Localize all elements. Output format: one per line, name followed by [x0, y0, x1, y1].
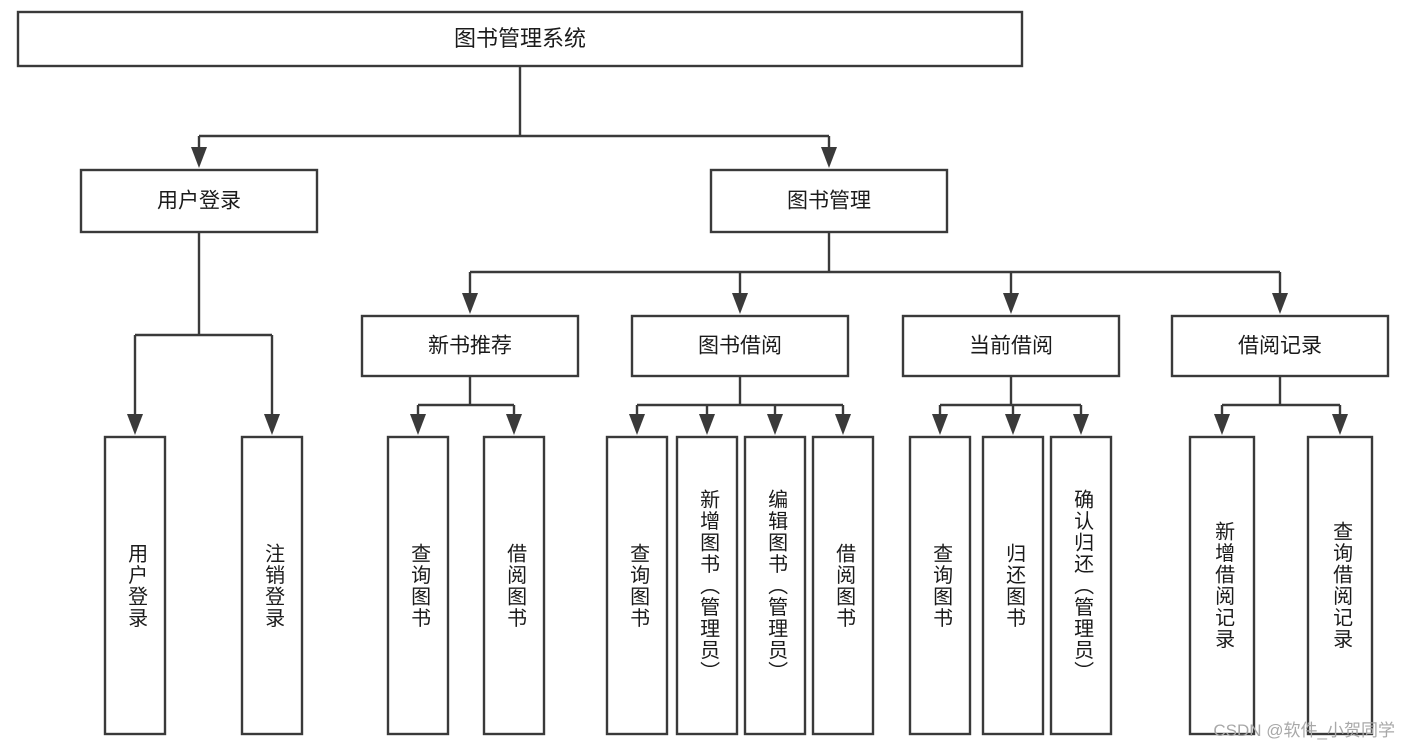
arrow-head-icon	[699, 414, 715, 435]
arrow-head-icon	[1272, 293, 1288, 314]
leaf-node-11[interactable]	[1188, 435, 1256, 736]
leaf-label-9: 归还图书	[1002, 542, 1025, 629]
leaf-label-10: 确认归还（管理员）	[1070, 488, 1093, 683]
node-label: 图书管理系统	[454, 26, 586, 51]
arrow-head-icon	[932, 414, 948, 435]
level3-node-新书推荐[interactable]: 新书推荐	[360, 314, 580, 378]
arrow-head-icon	[1332, 414, 1348, 435]
root-node-图书管理系统[interactable]: 图书管理系统	[16, 10, 1024, 68]
leaf-label-4: 查询图书	[626, 542, 649, 629]
arrow-head-icon	[127, 414, 143, 435]
level3-node-图书借阅[interactable]: 图书借阅	[630, 314, 850, 378]
leaf-node-5[interactable]	[675, 435, 739, 736]
leaf-label-0: 用户登录	[124, 542, 147, 629]
leaf-label-11: 新增借阅记录	[1211, 521, 1234, 650]
node-label: 用户登录	[157, 190, 241, 213]
arrow-head-icon	[835, 414, 851, 435]
arrow-head-icon	[1003, 293, 1019, 314]
arrow-head-icon	[821, 147, 837, 168]
level2-node-图书管理[interactable]: 图书管理	[709, 168, 949, 234]
arrow-head-icon	[1005, 414, 1021, 435]
connector-layer	[127, 66, 1348, 435]
leaf-node-4[interactable]	[605, 435, 669, 736]
leaf-node-0[interactable]	[103, 435, 167, 736]
arrow-head-icon	[732, 293, 748, 314]
leaf-label-1: 注销登录	[261, 542, 284, 629]
leaf-label-2: 查询图书	[407, 542, 430, 629]
leaf-label-7: 借阅图书	[832, 542, 855, 629]
leaf-node-6[interactable]	[743, 435, 807, 736]
level2-node-用户登录[interactable]: 用户登录	[79, 168, 319, 234]
arrow-head-icon	[410, 414, 426, 435]
leaf-node-9[interactable]	[981, 435, 1045, 736]
leaf-label-3: 借阅图书	[503, 542, 526, 629]
arrow-head-icon	[506, 414, 522, 435]
leaf-node-3[interactable]	[482, 435, 546, 736]
watermark-text: CSDN @软件_小贺同学	[1213, 721, 1395, 740]
leaf-node-10[interactable]	[1049, 435, 1113, 736]
node-label: 图书管理	[787, 190, 871, 213]
level3-node-当前借阅[interactable]: 当前借阅	[901, 314, 1121, 378]
node-label: 新书推荐	[428, 335, 512, 358]
leaf-label-12: 查询借阅记录	[1329, 521, 1352, 650]
arrow-head-icon	[191, 147, 207, 168]
leaf-label-8: 查询图书	[929, 542, 952, 629]
leaf-node-12[interactable]	[1306, 435, 1374, 736]
arrow-head-icon	[1214, 414, 1230, 435]
leaf-node-2[interactable]	[386, 435, 450, 736]
leaf-node-7[interactable]	[811, 435, 875, 736]
arrow-head-icon	[629, 414, 645, 435]
arrow-head-icon	[1073, 414, 1089, 435]
arrow-head-icon	[767, 414, 783, 435]
node-label: 当前借阅	[969, 335, 1053, 358]
arrow-head-icon	[462, 293, 478, 314]
node-label: 图书借阅	[698, 335, 782, 358]
leaf-label-5: 新增图书（管理员）	[696, 488, 719, 683]
node-label: 借阅记录	[1238, 335, 1322, 358]
arrow-head-icon	[264, 414, 280, 435]
level3-node-借阅记录[interactable]: 借阅记录	[1170, 314, 1390, 378]
leaf-node-8[interactable]	[908, 435, 972, 736]
leaf-label-6: 编辑图书（管理员）	[764, 488, 787, 683]
leaf-node-1[interactable]	[240, 435, 304, 736]
